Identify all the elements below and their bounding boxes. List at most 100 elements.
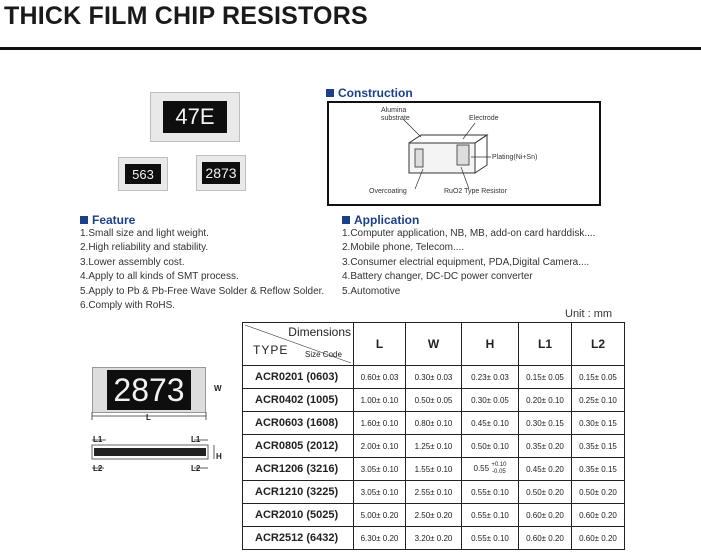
row-type: ACR0201 (0603) (242, 365, 354, 389)
construction-title: Construction (326, 86, 413, 100)
chip-top-view: 2873 (92, 367, 206, 413)
chip-small-1: 563 (118, 157, 168, 191)
cell-h-tolerance: +0.10-0.05 (491, 462, 506, 476)
column-header: H (461, 322, 519, 366)
label-overcoating: Overcoating (369, 188, 407, 195)
label-plating: Plating(Ni+Sn) (492, 154, 538, 161)
cell-w: 1.55± 0.10 (405, 457, 462, 481)
column-header: L1 (518, 322, 572, 366)
cell-l: 3.05± 0.10 (353, 480, 406, 504)
cell-h: 0.30± 0.05 (461, 388, 519, 412)
cell-l: 0.60± 0.03 (353, 365, 406, 389)
column-header: W (405, 322, 462, 366)
chip-large: 47E (150, 92, 240, 142)
chip-small-2-marking: 2873 (202, 162, 240, 184)
table-row: ACR0805 (2012) 2.00± 0.10 1.25± 0.10 0.5… (242, 434, 625, 458)
table-row: ACR0603 (1608) 1.60± 0.10 0.80± 0.10 0.4… (242, 411, 625, 435)
cell-l: 1.00± 0.10 (353, 388, 406, 412)
tol-plus: +0.10 (491, 462, 507, 468)
cell-l1: 0.45± 0.20 (518, 457, 572, 481)
table-row: ACR1206 (3216) 3.05± 0.10 1.55± 0.10 0.5… (242, 457, 625, 481)
row-type: ACR1210 (3225) (242, 480, 354, 504)
diagonal-line (244, 324, 352, 364)
corner-dimensions: Dimensions (288, 325, 351, 339)
table-row: ACR1210 (3225) 3.05± 0.10 2.55± 0.10 0.5… (242, 480, 625, 504)
label-electrode: Electrode (469, 115, 499, 122)
cell-l2: 0.30± 0.15 (571, 411, 625, 435)
label-l1-right: L1 (191, 435, 201, 444)
cell-l1: 0.20± 0.10 (518, 388, 572, 412)
row-type: ACR2010 (5025) (242, 503, 354, 527)
feature-item: 3.Lower assembly cost. (80, 256, 185, 268)
cell-l1: 0.15± 0.05 (518, 365, 572, 389)
application-item: 3.Consumer electrial equipment, PDA,Digi… (342, 256, 590, 268)
feature-title-text: Feature (92, 213, 136, 227)
feature-list: 1.Small size and light weight. 2.High re… (80, 227, 324, 313)
cell-h: 0.55 +0.10-0.05 (461, 457, 519, 481)
table-corner-cell: Dimensions TYPE Size Code (242, 322, 354, 366)
cell-l1: 0.30± 0.15 (518, 411, 572, 435)
chip-large-marking: 47E (163, 101, 227, 133)
cell-l: 5.00± 0.20 (353, 503, 406, 527)
cell-l2: 0.35± 0.15 (571, 434, 625, 458)
application-item: 1.Computer application, NB, MB, add-on c… (342, 228, 596, 239)
row-type: ACR0402 (1005) (242, 388, 354, 412)
row-type: ACR0603 (1608) (242, 411, 354, 435)
feature-title: Feature (80, 213, 135, 227)
cell-l2: 0.25± 0.10 (571, 388, 625, 412)
application-item: 4.Battery changer, DC-DC power converter (342, 271, 533, 283)
application-title: Application (342, 213, 419, 227)
bullet-square-icon (326, 89, 334, 97)
cell-l: 6.30± 0.20 (353, 526, 406, 550)
cell-h: 0.55± 0.10 (461, 480, 519, 504)
feature-item: 5.Apply to Pb & Pb-Free Wave Solder & Re… (80, 285, 325, 297)
cell-l: 1.60± 0.10 (353, 411, 406, 435)
feature-item: 6.Comply with RoHS. (80, 300, 176, 312)
tol-minus: -0.05 (492, 469, 506, 475)
bullet-square-icon (342, 216, 350, 224)
label-h: H (216, 452, 222, 461)
cell-l: 3.05± 0.10 (353, 457, 406, 481)
cell-w: 3.20± 0.20 (405, 526, 462, 550)
feature-item: 4.Apply to all kinds of SMT process. (80, 271, 239, 283)
bullet-square-icon (80, 216, 88, 224)
corner-size-code: Size Code (305, 350, 342, 359)
construction-diagram: Alumina substrate Electrode Plating(Ni+S… (327, 101, 601, 206)
cell-l2: 0.15± 0.05 (571, 365, 625, 389)
chip-small-1-marking: 563 (125, 164, 161, 184)
construction-title-text: Construction (338, 86, 413, 100)
label-w: W (214, 384, 222, 393)
label-ruo2: RuO2 Type Resistor (444, 188, 507, 195)
cell-l2: 0.60± 0.20 (571, 503, 625, 527)
feature-item: 1.Small size and light weight. (80, 228, 209, 239)
cell-l1: 0.60± 0.20 (518, 526, 572, 550)
application-item: 5.Automotive (342, 285, 401, 297)
label-alumina: Alumina substrate (381, 107, 410, 122)
application-item: 2.Mobile phone, Telecom.... (342, 242, 465, 254)
corner-type: TYPE (253, 343, 289, 357)
table-row: ACR2010 (5025) 5.00± 0.20 2.50± 0.20 0.5… (242, 503, 625, 527)
unit-label: Unit : mm (565, 308, 613, 320)
table-row: ACR2512 (6432) 6.30± 0.20 3.20± 0.20 0.5… (242, 526, 625, 550)
cell-l1: 0.60± 0.20 (518, 503, 572, 527)
feature-item: 2.High reliability and stability. (80, 242, 209, 254)
label-l2-left: L2 (93, 464, 103, 473)
row-type: ACR2512 (6432) (242, 526, 354, 550)
cell-h-base: 0.55 (473, 464, 490, 474)
cell-h: 0.55± 0.10 (461, 526, 519, 550)
application-title-text: Application (354, 213, 420, 227)
title-divider (0, 47, 701, 50)
table-header-row: Dimensions TYPE Size Code L W H L1 L2 (242, 322, 625, 366)
row-type: ACR1206 (3216) (242, 457, 354, 481)
cell-l2: 0.50± 0.20 (571, 480, 625, 504)
table-row: ACR0402 (1005) 1.00± 0.10 0.50± 0.05 0.3… (242, 388, 625, 412)
cell-w: 1.25± 0.10 (405, 434, 462, 458)
cell-h: 0.23± 0.03 (461, 365, 519, 389)
table-row: ACR0201 (0603) 0.60± 0.03 0.30± 0.03 0.2… (242, 365, 625, 389)
row-type: ACR0805 (2012) (242, 434, 354, 458)
cell-w: 2.55± 0.10 (405, 480, 462, 504)
page-title: THICK FILM CHIP RESISTORS (4, 2, 368, 30)
chip-top-view-marking: 2873 (107, 370, 191, 410)
column-header: L2 (571, 322, 625, 366)
dimensions-table: Dimensions TYPE Size Code L W H L1 L2 AC… (242, 322, 625, 550)
